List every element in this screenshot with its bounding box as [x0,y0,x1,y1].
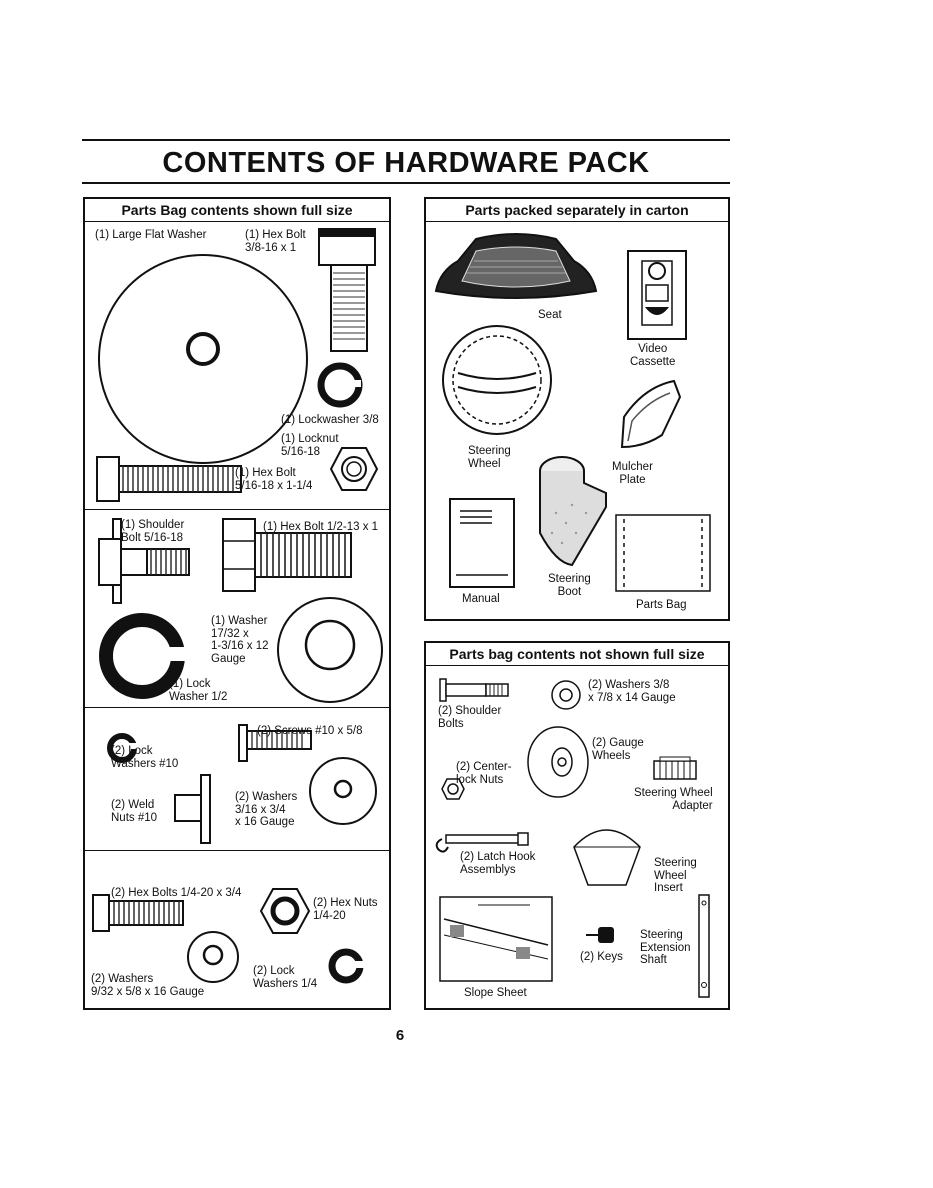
parts-bag-label: Parts Bag [636,599,687,611]
washer-17-32-icon [277,597,383,703]
steering-extension-shaft-label: Steering Extension Shaft [640,929,691,966]
slope-sheet-icon [439,896,553,982]
steering-wheel-insert-icon [573,829,641,886]
parts-bag-not-full-size-panel: Parts bag contents not shown full size (… [424,641,730,1010]
locknut-label: (1) Locknut 5/16-18 [281,433,339,458]
hex-bolt-1-2-label: (1) Hex Bolt 1/2-13 x 1 [263,521,379,533]
washers-9-32-icon [187,931,239,983]
shoulder-bolts-label: (2) Shoulder Bolts [438,705,502,730]
parts-bag-icon [615,514,711,592]
panel-header: Parts bag contents not shown full size [426,643,728,666]
section-divider [85,707,389,708]
locknut-icon [329,447,379,491]
lock-washers-10-label: (2) Lock Washers #10 [111,745,179,770]
page-number: 6 [395,1027,405,1044]
video-cassette-label: Video Cassette [630,343,676,368]
washers-3-16-icon [309,757,377,825]
parts-bag-full-size-panel: Parts Bag contents shown full size (1) L… [83,197,391,1010]
panel-header: Parts packed separately in carton [426,199,728,222]
washers-3-8-icon [551,680,581,710]
center-lock-nuts-label: (2) Center- lock Nuts [456,761,512,786]
shoulder-bolts-icon [439,678,509,702]
seat-icon [434,233,598,299]
large-flat-washer-label: (1) Large Flat Washer [95,229,207,241]
seat-label: Seat [538,309,562,321]
shoulder-bolt-label: (1) Shoulder Bolt 5/16-18 [121,519,185,544]
lockwasher-3-8-label: (1) Lockwasher 3/8 [281,414,379,426]
section-divider [85,850,389,851]
manual-label: Manual [462,593,500,605]
mulcher-plate-icon [620,379,682,449]
screws-10-label: (2) Screws #10 x 5/8 [257,725,363,737]
washers-3-16-label: (2) Washers 3/16 x 3/4 x 16 Gauge [235,791,298,828]
panel-header: Parts Bag contents shown full size [85,199,389,222]
steering-wheel-adapter-icon [653,756,697,780]
washers-9-32-label: (2) Washers 9/32 x 5/8 x 16 Gauge [91,973,205,998]
steering-boot-icon [539,456,607,567]
mulcher-plate-label: Mulcher Plate [612,461,653,486]
large-flat-washer-icon [98,254,308,464]
steering-wheel-icon [442,325,552,435]
washers-3-8-label: (2) Washers 3/8 x 7/8 x 14 Gauge [588,679,676,704]
hex-bolt-3-8-icon [318,228,376,352]
lock-washers-10-icon [107,733,138,763]
hex-bolts-1-4-label: (2) Hex Bolts 1/4-20 x 3/4 [111,887,242,899]
latch-hook-icon [435,832,529,853]
lock-washers-1-4-icon [328,948,364,984]
shoulder-bolt-icon [98,518,190,604]
lockwasher-3-8-icon [317,362,363,408]
steering-extension-shaft-icon [698,894,710,998]
hex-bolt-5-16-label: (1) Hex Bolt 5/16-18 x 1-1/4 [235,467,313,492]
weld-nuts-icon [174,774,211,844]
keys-label: (2) Keys [580,951,623,963]
video-cassette-icon [627,250,687,340]
gauge-wheels-label: (2) Gauge Wheels [592,737,644,762]
lock-washers-1-4-label: (2) Lock Washers 1/4 [253,965,318,990]
hex-nuts-1-4-label: (2) Hex Nuts 1/4-20 [313,897,378,922]
screws-10-icon [238,724,312,762]
hex-bolt-5-16-icon [96,456,242,502]
parts-packed-separately-panel: Parts packed separately in carton Seat V… [424,197,730,621]
slope-sheet-label: Slope Sheet [464,987,527,999]
hex-bolts-1-4-icon [92,894,184,932]
steering-boot-label: Steering Boot [548,573,591,598]
steering-wheel-label: Steering Wheel [468,445,511,470]
washer-17-32-label: (1) Washer 17/32 x 1-3/16 x 12 Gauge [211,615,269,665]
hex-nuts-1-4-icon [259,888,311,934]
latch-hook-label: (2) Latch Hook Assemblys [460,851,536,876]
center-lock-nuts-icon [441,778,465,800]
hex-bolt-3-8-label: (1) Hex Bolt 3/8-16 x 1 [245,229,306,254]
manual-icon [449,498,515,588]
title-underline [82,182,730,184]
lock-washer-1-2-label: (1) Lock Washer 1/2 [169,678,228,703]
hex-bolt-1-2-icon [222,518,352,592]
keys-icon [586,927,614,943]
gauge-wheels-icon [527,726,589,798]
steering-wheel-insert-label: Steering Wheel Insert [654,857,697,894]
top-rule [82,139,730,141]
page-title: CONTENTS OF HARDWARE PACK [162,147,650,179]
section-divider [85,509,389,510]
steering-wheel-adapter-label: Steering Wheel Adapter [634,787,713,812]
lock-washer-1-2-icon [99,613,187,699]
weld-nuts-label: (2) Weld Nuts #10 [111,799,158,824]
